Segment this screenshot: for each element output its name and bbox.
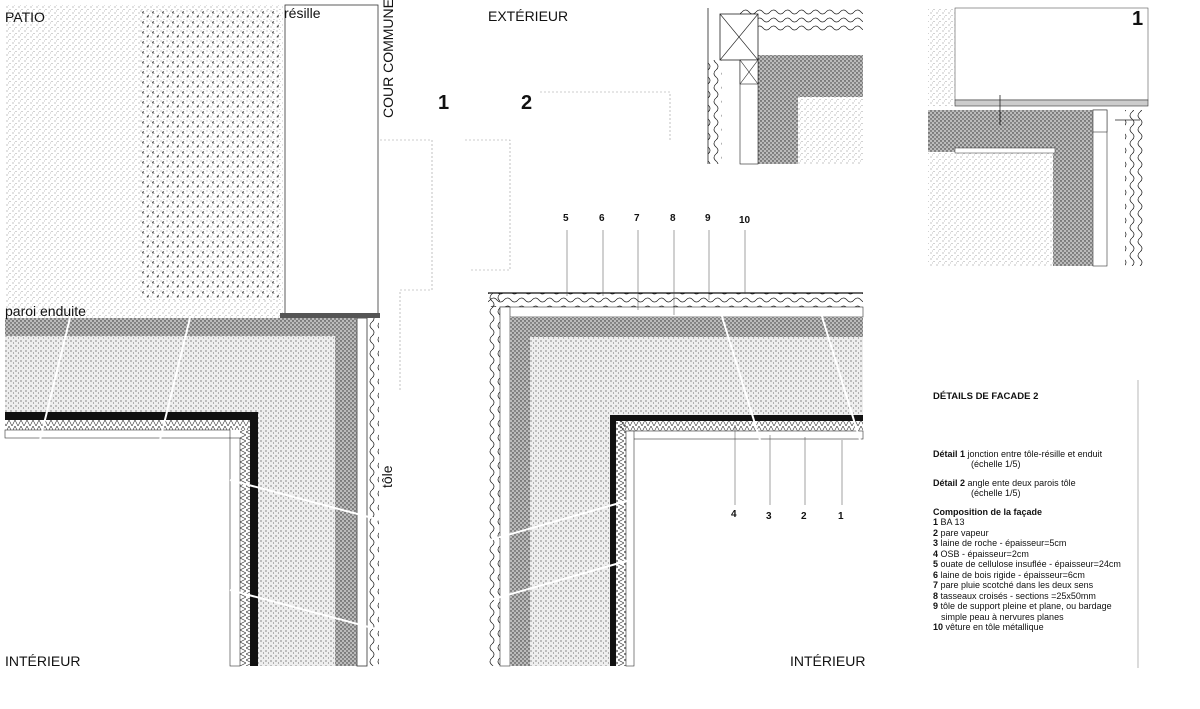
detail-tag-1: 1	[438, 92, 450, 114]
callout-8: 8	[670, 213, 676, 224]
legend-item: 5 ouate de cellulose insuflée - épaisseu…	[933, 559, 1121, 569]
interieur-left-label: INTÉRIEUR	[5, 653, 81, 669]
exterieur-label: EXTÉRIEUR	[488, 8, 569, 24]
legend-item: simple peau à nervures planes	[941, 611, 1064, 622]
interieur-right-label: INTÉRIEUR	[790, 653, 866, 669]
legend-panel: DÉTAILS DE FACADE 2 Détail 1 jonction en…	[933, 391, 1138, 633]
callout-10: 10	[739, 215, 751, 226]
legend-composition-title: Composition de la façade	[933, 506, 1043, 517]
cour-commune-label: COUR COMMUNE	[380, 0, 396, 118]
detail-thumb-center	[707, 8, 863, 165]
callout-7: 7	[634, 213, 640, 224]
detail-1-main	[4, 4, 381, 667]
legend-item: 9 tôle de support pleine et plane, ou ba…	[933, 601, 1112, 611]
callout-5: 5	[563, 213, 569, 224]
legend-detail-1-scale: (échelle 1/5)	[971, 459, 1021, 469]
detail-2-main	[488, 230, 864, 667]
tole-label: tôle	[379, 465, 395, 488]
detail-tag-1-thumb: 1	[1132, 8, 1144, 30]
legend-item: 6 laine de bois rigide - épaisseur=6cm	[933, 569, 1085, 580]
legend-detail-1-text: jonction entre tôle-résille et enduit	[967, 448, 1103, 459]
legend-item: 8 tasseaux croisés - sections =25x50mm	[933, 590, 1096, 601]
callout-1: 1	[838, 511, 844, 522]
section-markers	[380, 91, 671, 390]
legend-detail-2: Détail 2 angle ente deux parois tôle (éc…	[933, 478, 1138, 499]
legend-item: 1 BA 13	[933, 517, 965, 527]
legend-title: DÉTAILS DE FACADE 2	[933, 391, 1039, 402]
callout-3: 3	[766, 511, 772, 522]
legend-detail-1-bold: Détail 1	[933, 448, 966, 459]
legend-composition: Composition de la façade 1 BA 13 2 pare …	[933, 507, 1138, 633]
callout-6: 6	[599, 213, 605, 224]
legend-detail-2-text: angle ente deux parois tôle	[967, 477, 1076, 488]
legend-item: 3 laine de roche - épaisseur=5cm	[933, 538, 1067, 548]
callout-9: 9	[705, 213, 711, 224]
detail-tag-2: 2	[521, 92, 533, 114]
legend-detail-2-scale: (échelle 1/5)	[971, 488, 1021, 498]
resille-label: résille	[284, 5, 321, 21]
legend-detail-2-bold: Détail 2	[933, 477, 966, 488]
legend-item: 4 OSB - épaisseur=2cm	[933, 548, 1029, 559]
legend-item: 7 pare pluie scotché dans les deux sens	[933, 580, 1094, 590]
patio-label: PATIO	[5, 9, 45, 25]
detail-thumb-right	[928, 7, 1149, 267]
callout-2: 2	[801, 511, 807, 522]
callout-4: 4	[731, 509, 737, 520]
legend-item: 2 pare vapeur	[933, 527, 989, 538]
paroi-enduite-label: paroi enduite	[5, 303, 86, 319]
legend-item: 10 vêture en tôle métallique	[933, 622, 1044, 632]
legend-detail-1: Détail 1 jonction entre tôle-résille et …	[933, 449, 1138, 470]
